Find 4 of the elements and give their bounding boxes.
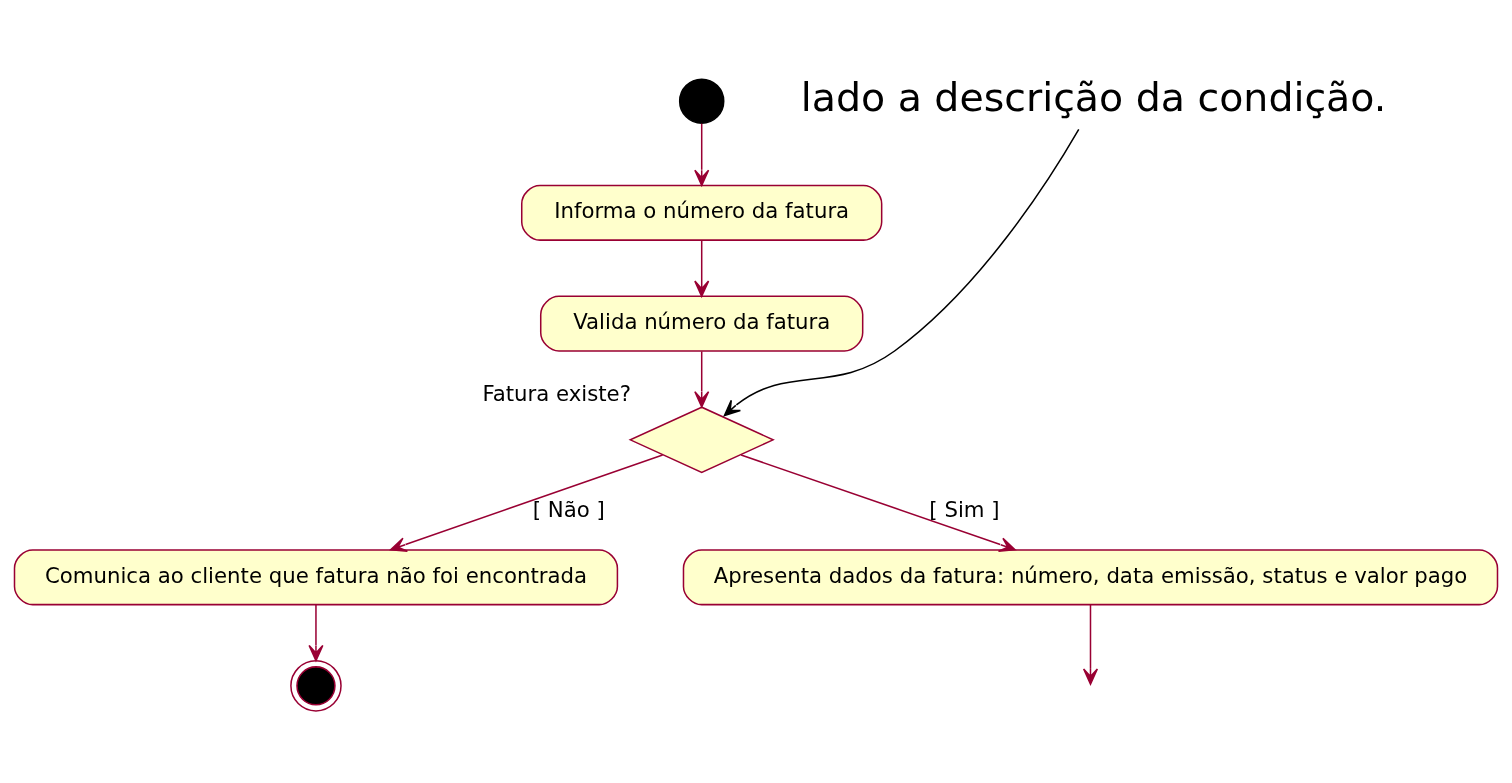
node-text: lado a descrição da condição. [800,73,1387,120]
edge-label: [ Não ] [532,496,605,522]
node-label: Fatura existe? [482,380,631,406]
edge-label: [ Sim ] [929,496,1000,522]
